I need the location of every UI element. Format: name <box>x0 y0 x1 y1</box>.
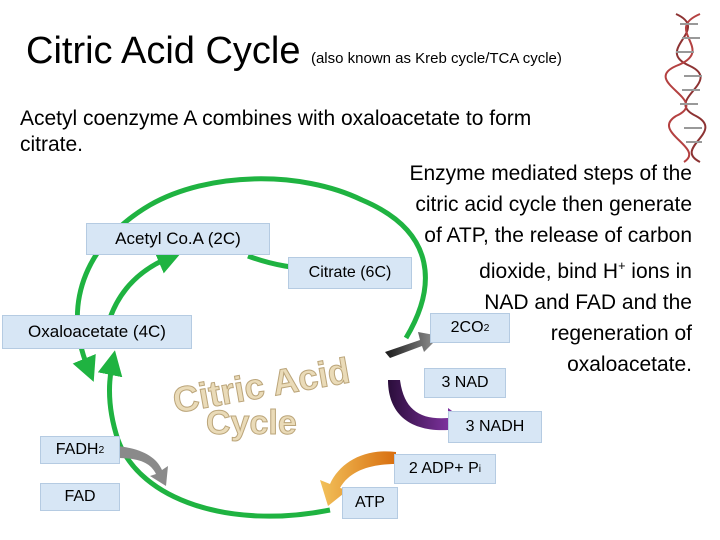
title-main: Citric Acid Cycle <box>26 30 301 72</box>
desc-line-2: citric acid cycle then generate <box>415 193 692 216</box>
description-text: Enzyme mediated steps of the citric acid… <box>372 158 693 380</box>
fadh-arrow <box>116 446 168 486</box>
cycle-arc <box>72 176 428 382</box>
citrate-box: Citrate (6C) <box>288 257 412 289</box>
title-subtitle: (also known as Kreb cycle/TCA cycle) <box>310 50 562 67</box>
desc-line-1: Enzyme mediated steps of the <box>409 162 693 185</box>
co2-arrow <box>385 332 440 358</box>
desc-line-7: oxaloacetate. <box>567 353 692 376</box>
cycle-wordart: Citric Acid Cycle <box>169 349 353 442</box>
intro-line-1: Acetyl coenzyme A combines with oxaloace… <box>20 107 532 130</box>
desc-line-6: regeneration of <box>550 322 692 345</box>
nad-box: 3 NAD <box>424 368 506 398</box>
fad-box: FAD <box>40 483 120 511</box>
desc-line-3: of ATP, the release of carbon <box>424 224 692 247</box>
dna-helix-icon <box>664 13 707 163</box>
desc-line-4: dioxide, bind H+ ions in <box>479 259 692 283</box>
atp-arrow <box>320 451 396 506</box>
intro-text: Acetyl coenzyme A combines with oxaloace… <box>20 106 531 159</box>
intro-line-2: citrate. <box>20 133 84 157</box>
cycle-lower-arc <box>97 350 331 519</box>
oxaloacetate-to-acetyl-arrow <box>107 250 182 319</box>
desc-line-5: NAD and FAD and the <box>484 291 692 314</box>
nadh-box: 3 NADH <box>448 411 542 443</box>
cycle-label-line-2: Cycle <box>206 404 297 442</box>
oxaloacetate-box: Oxaloacetate (4C) <box>2 315 192 349</box>
page-title: Citric Acid Cycle (also known as Kreb cy… <box>26 30 562 73</box>
atp-box: ATP <box>342 487 398 519</box>
acetyl-coa-box: Acetyl Co.A (2C) <box>86 223 270 255</box>
